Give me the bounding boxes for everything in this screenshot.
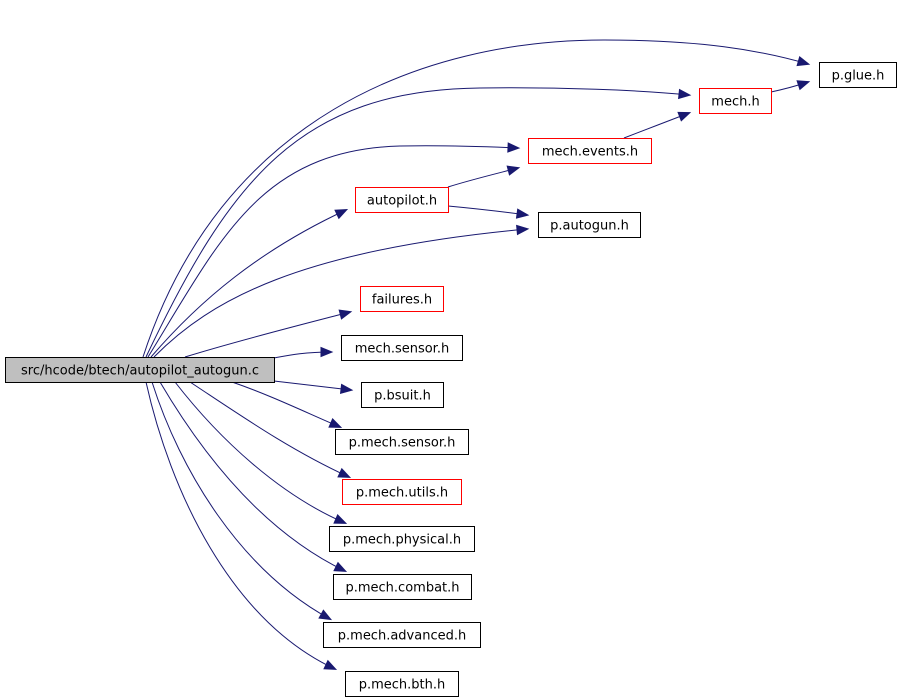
node-physical[interactable]: p.mech.physical.h: [329, 526, 475, 552]
arrowhead-events-mech: [677, 111, 692, 122]
arrowhead-root-combat: [333, 561, 348, 573]
edge-root-autopilot: [150, 209, 349, 358]
edge-line-autopilot-autogun: [447, 205, 528, 216]
node-label-glue: p.glue.h: [832, 69, 885, 84]
node-root[interactable]: src/hcode/btech/autopilot_autogun.c: [5, 357, 275, 383]
arrowhead-root-glue: [796, 56, 811, 67]
arrowhead-root-sensor: [320, 346, 334, 358]
node-box-events[interactable]: [528, 138, 652, 164]
arrowhead-autopilot-events: [506, 165, 521, 176]
edge-root-combat: [159, 381, 348, 573]
arrowhead-root-physical: [333, 514, 348, 524]
edge-autopilot-events: [447, 165, 521, 188]
edge-line-root-glue: [142, 39, 809, 358]
node-sensor[interactable]: mech.sensor.h: [341, 335, 463, 361]
node-box-utils[interactable]: [342, 479, 462, 505]
node-box-mech[interactable]: [699, 88, 772, 114]
node-utils[interactable]: p.mech.utils.h: [342, 479, 462, 505]
node-glue[interactable]: p.glue.h: [819, 62, 897, 88]
node-label-mech: mech.h: [711, 95, 759, 110]
node-box-bth[interactable]: [345, 671, 459, 697]
edge-root-events: [147, 142, 521, 358]
node-label-autogun: p.autogun.h: [550, 219, 629, 234]
edge-root-utils: [189, 381, 352, 478]
edge-root-advanced: [151, 381, 333, 621]
arrowhead-root-psensor: [328, 418, 343, 428]
edge-line-root-combat: [159, 381, 346, 572]
node-box-root[interactable]: [5, 357, 275, 383]
node-box-autogun[interactable]: [538, 212, 641, 238]
edge-line-root-physical: [174, 381, 346, 524]
node-label-bth: p.mech.bth.h: [359, 678, 446, 693]
arrowhead-mech-glue: [796, 80, 811, 91]
node-label-root: src/hcode/btech/autopilot_autogun.c: [21, 364, 259, 379]
edge-root-failures: [184, 309, 353, 358]
node-label-utils: p.mech.utils.h: [356, 486, 448, 501]
node-label-bsuit: p.bsuit.h: [374, 389, 431, 404]
edge-root-autogun: [153, 224, 530, 358]
node-psensor[interactable]: p.mech.sensor.h: [335, 429, 469, 455]
edge-line-root-failures: [184, 311, 351, 358]
edge-events-mech: [623, 111, 692, 139]
node-box-failures[interactable]: [360, 286, 444, 312]
node-box-sensor[interactable]: [341, 335, 463, 361]
arrowhead-root-autopilot: [334, 209, 349, 220]
edge-root-sensor: [273, 346, 334, 359]
edge-autopilot-autogun: [447, 205, 530, 219]
arrowhead-root-events: [507, 142, 521, 153]
node-failures[interactable]: failures.h: [360, 286, 444, 312]
edge-line-root-utils: [189, 381, 350, 478]
edge-root-psensor: [231, 381, 343, 428]
edge-line-root-bsuit: [273, 380, 352, 391]
node-label-autopilot: autopilot.h: [367, 194, 437, 209]
node-label-combat: p.mech.combat.h: [345, 581, 459, 596]
edge-mech-glue: [770, 80, 811, 93]
arrowhead-root-mech: [678, 88, 692, 100]
edge-root-glue: [142, 39, 811, 358]
node-box-psensor[interactable]: [335, 429, 469, 455]
arrowhead-root-utils: [337, 467, 352, 478]
node-bsuit[interactable]: p.bsuit.h: [361, 382, 444, 408]
node-box-combat[interactable]: [333, 574, 472, 600]
edge-root-bsuit: [273, 380, 354, 395]
arrowhead-root-advanced: [318, 609, 333, 621]
edge-line-root-mech: [145, 87, 690, 358]
node-label-events: mech.events.h: [542, 145, 638, 160]
edge-line-autopilot-events: [447, 167, 519, 188]
node-combat[interactable]: p.mech.combat.h: [333, 574, 472, 600]
node-label-advanced: p.mech.advanced.h: [338, 629, 466, 644]
edge-line-root-events: [147, 145, 519, 358]
node-bth[interactable]: p.mech.bth.h: [345, 671, 459, 697]
node-box-bsuit[interactable]: [361, 382, 444, 408]
node-advanced[interactable]: p.mech.advanced.h: [323, 622, 481, 648]
node-label-sensor: mech.sensor.h: [355, 342, 449, 357]
node-label-physical: p.mech.physical.h: [343, 533, 461, 548]
edge-root-mech: [145, 87, 692, 358]
arrowhead-root-bsuit: [339, 383, 354, 395]
edge-line-root-autogun: [153, 228, 528, 358]
node-autogun[interactable]: p.autogun.h: [538, 212, 641, 238]
node-events[interactable]: mech.events.h: [528, 138, 652, 164]
edge-line-root-autopilot: [150, 209, 347, 358]
edges-layer: [142, 39, 811, 670]
node-label-psensor: p.mech.sensor.h: [349, 436, 456, 451]
nodes-layer: src/hcode/btech/autopilot_autogun.c p.glu…: [5, 62, 897, 697]
edge-line-root-psensor: [231, 381, 341, 428]
node-box-autopilot[interactable]: [355, 187, 449, 213]
arrowhead-root-autogun: [516, 224, 530, 236]
arrowhead-root-failures: [338, 309, 353, 320]
node-autopilot[interactable]: autopilot.h: [355, 187, 449, 213]
edge-line-root-bth: [145, 381, 336, 670]
edge-line-root-advanced: [151, 381, 331, 620]
node-label-failures: failures.h: [372, 293, 432, 308]
node-mech[interactable]: mech.h: [699, 88, 772, 114]
edge-root-bth: [145, 381, 338, 670]
node-box-advanced[interactable]: [323, 622, 481, 648]
edge-root-physical: [174, 381, 348, 524]
arrowhead-root-bth: [323, 659, 338, 670]
arrowhead-autopilot-autogun: [515, 208, 530, 219]
node-box-physical[interactable]: [329, 526, 475, 552]
node-box-glue[interactable]: [819, 62, 897, 88]
